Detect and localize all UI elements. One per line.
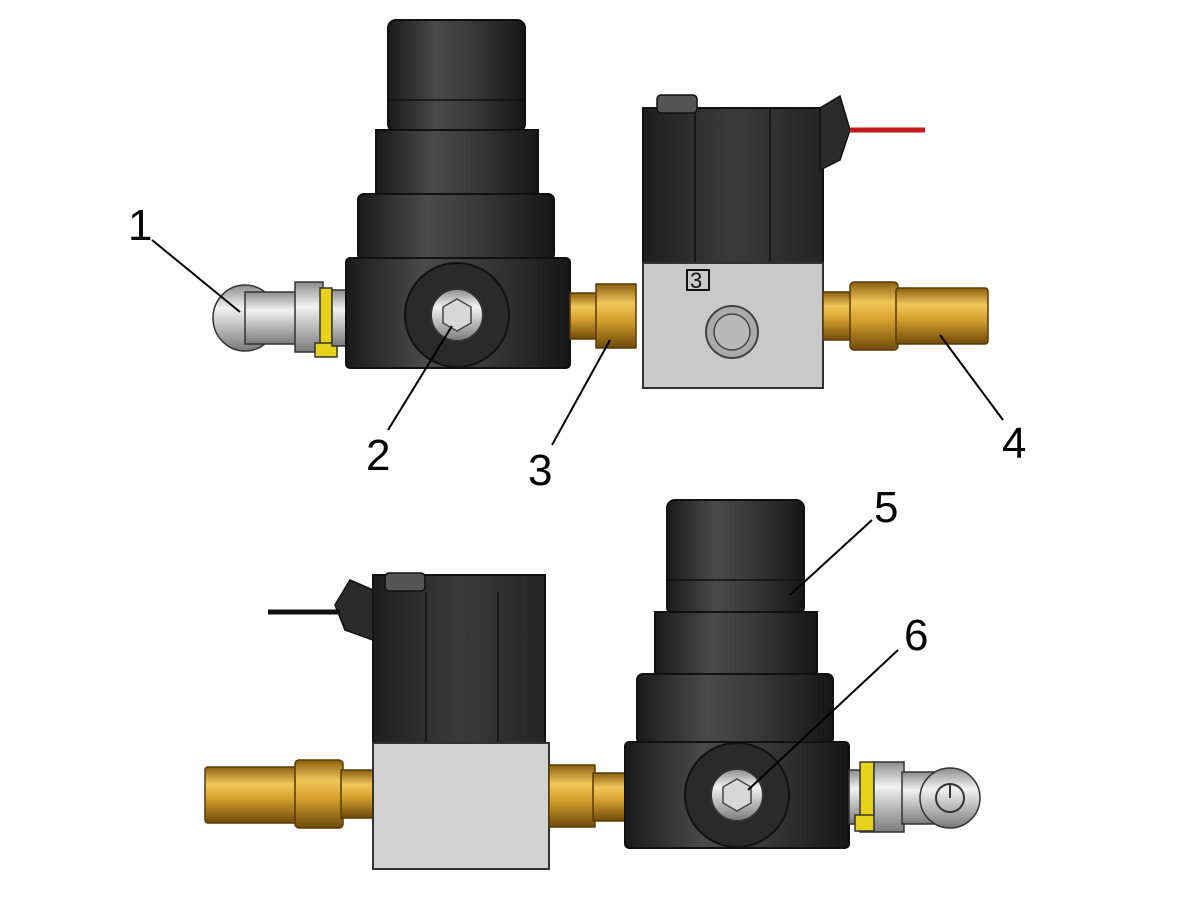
- callout-3-label: 3: [528, 446, 552, 495]
- brass-fitting-bottom-left: [204, 759, 374, 829]
- callout-3: 3: [528, 339, 611, 495]
- brass-nipple-bottom: [548, 764, 628, 828]
- solenoid-valve-bottom: [268, 572, 550, 870]
- callout-5-label: 5: [874, 483, 898, 532]
- elbow-fitting-bottom: [848, 761, 981, 833]
- regulator-top: [345, 19, 571, 369]
- bottom-assembly: [204, 499, 981, 870]
- solenoid-valve-top: 3: [642, 94, 925, 389]
- callout-4: 4: [939, 334, 1026, 468]
- regulator-bottom: [624, 499, 850, 849]
- callout-2-label: 2: [366, 431, 390, 480]
- callout-1: 1: [128, 201, 241, 313]
- callout-5: 5: [789, 483, 898, 596]
- brass-fitting-top-right: [822, 281, 989, 351]
- callout-2: 2: [366, 325, 453, 480]
- callout-6-label: 6: [904, 611, 928, 660]
- brass-nipple-top: [569, 283, 637, 349]
- callout-4-label: 4: [1002, 419, 1026, 468]
- callout-6: 6: [747, 611, 928, 791]
- port-marking-label: 3: [690, 268, 702, 293]
- elbow-fitting-top: [212, 281, 353, 358]
- callout-1-label: 1: [128, 201, 152, 250]
- top-assembly: 3: [212, 19, 989, 389]
